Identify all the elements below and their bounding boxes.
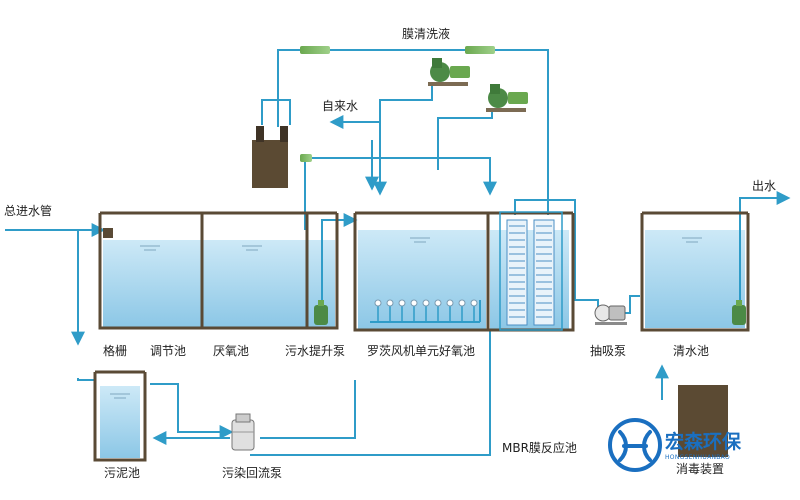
pipe-mbr-to-return (250, 330, 491, 456)
pipe-to-aerobic (304, 157, 497, 230)
water-sludge (100, 386, 140, 458)
label-grille: 格栅 (103, 343, 127, 358)
pipe-top-main (277, 49, 549, 215)
return-pump (231, 413, 255, 451)
lift-pump (314, 300, 328, 325)
water-aerobic (358, 230, 486, 329)
pipe-tap-return (261, 99, 291, 125)
diffuser (374, 299, 382, 322)
water-mbr (490, 230, 569, 329)
mbr-module-left (506, 219, 528, 326)
aeration-diffusers (374, 299, 478, 322)
diffuser (398, 299, 406, 322)
label-anoxic-tank: 厌氧池 (213, 344, 249, 358)
pipe-suction (574, 240, 599, 312)
label-outlet: 出水 (752, 179, 776, 193)
diffuser (410, 299, 418, 322)
label-aerobic-tank: 罗茨风机单元好氧池 (367, 344, 475, 358)
water-anoxic (203, 240, 307, 327)
label-mbr-tank: MBR膜反应池 (502, 440, 577, 455)
valve-3 (300, 154, 312, 162)
brand-logo: 宏森环保 HONGSENHUANBAO (608, 418, 742, 472)
label-lift-pump: 污水提升泵 (285, 343, 345, 358)
mbr-frame (499, 211, 563, 331)
diffuser (458, 299, 466, 322)
water-regulating (103, 240, 202, 327)
label-suction-pump: 抽吸泵 (590, 344, 626, 358)
mbr-modules (499, 211, 563, 331)
pipe-lift-riser (321, 213, 358, 310)
tank-main-wall (98, 213, 339, 330)
diffuser (446, 299, 454, 322)
brand-name: 宏森环保 (665, 430, 742, 453)
label-sludge-tank: 污泥池 (104, 466, 140, 480)
tap-water-tank (252, 140, 288, 188)
tap-water-valve-l (256, 126, 264, 142)
membrane-pump-2 (486, 84, 528, 112)
diffuser (434, 299, 442, 322)
membrane-pump-1 (428, 58, 470, 86)
label-tap-water: 自来水 (322, 99, 358, 113)
tank-sludge-wall (93, 372, 147, 462)
tanks (93, 211, 750, 462)
pipe-sludge-loop (77, 378, 95, 381)
label-membrane-cleaning: 膜清洗液 (402, 26, 450, 41)
diffuser (470, 299, 478, 322)
brand-pinyin: HONGSENHUANBAO (665, 454, 730, 461)
diffuser (422, 299, 430, 322)
label-clear-water-tank: 清水池 (673, 344, 709, 358)
suction-pump (594, 304, 627, 325)
clear-tank-pump (732, 300, 746, 325)
ripples (110, 237, 702, 399)
label-disinfection: 消毒装置 (676, 462, 724, 476)
label-return-pump: 污染回流泵 (222, 465, 282, 480)
pipe-pump2 (437, 110, 493, 170)
mbr-module-right (533, 219, 555, 326)
pipe-valves (300, 46, 495, 162)
disinfection-device (678, 385, 728, 457)
pipe-tap-arrow (329, 115, 381, 140)
grille-block (103, 228, 113, 238)
water-clear (645, 230, 745, 328)
label-inlet: 总进水管 (4, 203, 52, 218)
pipe-clean-to-mbr (530, 50, 549, 201)
tap-water-valve-r (280, 126, 288, 142)
tank-clear-wall (640, 213, 750, 332)
pipe-pump1-down (373, 85, 433, 196)
water-fills (100, 230, 745, 458)
pipe-outlet-riser (739, 191, 791, 318)
pipe-sludge-to-pump (150, 383, 234, 439)
pipe-suction-out (625, 295, 640, 314)
pipe-clean-branch (514, 199, 576, 240)
valve-2 (465, 46, 495, 54)
label-regulating-tank: 调节池 (150, 344, 186, 358)
tank-aerobic-wall (353, 213, 575, 332)
pipe-return-pump-up (260, 380, 356, 439)
valve-1 (300, 46, 330, 54)
diffuser (386, 299, 394, 322)
